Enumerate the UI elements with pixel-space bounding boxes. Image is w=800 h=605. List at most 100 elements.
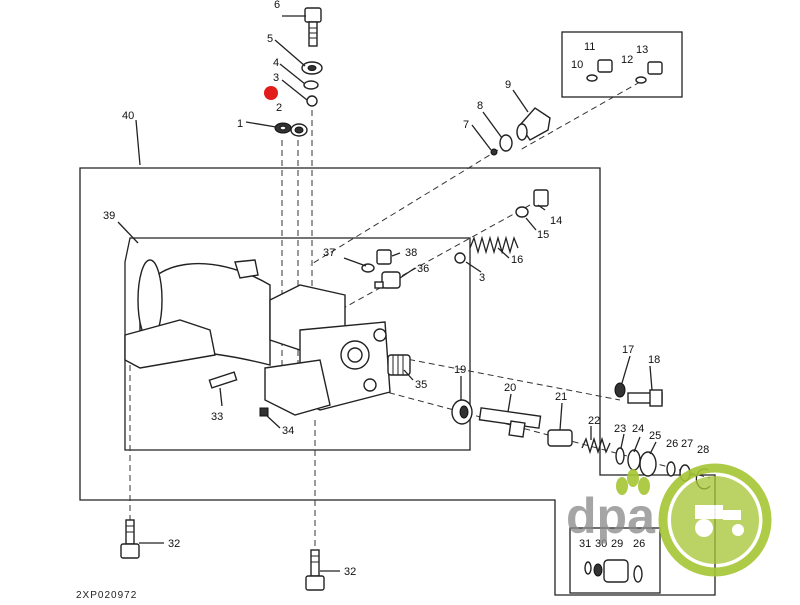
drawing-code: 2XP020972 [76,590,137,600]
label-29: 29 [611,538,623,550]
label-24: 24 [632,423,644,435]
part-20-spool [478,407,542,438]
label-18: 18 [648,354,660,366]
label-20: 20 [504,382,516,394]
part-17-washer [614,382,626,398]
part-15-oring [515,206,529,218]
part-7-ring [490,148,498,156]
part-32-bolt-left [120,519,140,559]
label-4: 4 [273,57,279,69]
part-19-seal [451,399,473,425]
part-16-spring [469,235,519,255]
part-9-fitting [516,107,551,141]
leader-lines [117,15,657,572]
part-24-plug [627,449,641,471]
label-27: 27 [681,438,693,450]
part-36-fitting [374,271,401,289]
label-15: 15 [537,229,549,241]
label-36: 36 [417,263,429,275]
part-32-bolt-right [305,549,325,591]
part-38-plug [376,249,392,265]
logo-text: dpa [566,488,656,544]
part-33-stud [208,371,238,389]
part-12-oring [635,76,647,84]
label-22: 22 [588,415,600,427]
part-26-oring-inset [633,565,643,583]
label-35: 35 [415,379,427,391]
axis-line-inset [519,81,641,151]
part-21-sleeve [547,429,573,447]
part-10-oring [586,74,598,82]
label-5: 5 [267,33,273,45]
label-21: 21 [555,391,567,403]
part-1-nut [274,122,292,134]
label-28: 28 [697,444,709,456]
dpa-logo: dpa [566,463,772,577]
label-30: 30 [595,538,607,550]
part-4-washer [303,80,319,90]
label-12: 12 [621,54,633,66]
label-31: 31 [579,538,591,550]
label-9: 9 [505,79,511,91]
part-labels: 6 5 4 3 1 2 40 39 7 8 9 10 11 12 13 14 1… [103,0,709,578]
label-25: 25 [649,430,661,442]
logo-green-fill [671,476,759,564]
part-34-screw [259,407,269,417]
label-34: 34 [282,425,294,437]
label-6: 6 [274,0,280,11]
label-3: 3 [273,72,279,84]
label-13: 13 [636,44,648,56]
label-14: 14 [550,215,562,227]
housing-outline-39 [124,237,471,451]
part-25-cap [639,451,657,477]
label-10: 10 [571,59,583,71]
part-5-nut [301,61,323,75]
part-18-bolt [627,389,663,407]
label-7: 7 [463,119,469,131]
part-31-oring [584,561,592,575]
label-8: 8 [477,100,483,112]
label-26: 26 [666,438,678,450]
part-11-plug [597,59,613,73]
label-19: 19 [454,364,466,376]
label-32-right: 32 [344,566,356,578]
label-23: 23 [614,423,626,435]
label-11: 11 [584,41,595,53]
label-32-left: 32 [168,538,180,550]
label-40: 40 [122,110,134,122]
part-22-spring [581,436,611,455]
label-38: 38 [405,247,417,259]
part-6-bolt [304,7,322,47]
inset-box-26-31 [569,527,661,594]
part-35-fitting [387,354,411,376]
axis-line-9 [309,149,499,266]
label-33: 33 [211,411,223,423]
valve-housing [124,259,391,416]
label-37: 37 [323,247,335,259]
inset-box-10-13 [561,31,683,98]
label-16: 16 [511,254,523,266]
label-2: 2 [276,102,282,114]
part-8-oring [499,134,513,152]
label-3-lower: 3 [479,272,485,284]
tractor-icon [695,505,744,537]
part-3-ball [306,95,318,107]
part-2-seal [290,123,308,137]
part-23-washer [615,447,625,465]
part-29-piston [603,559,629,583]
part-30-ring [593,563,603,577]
part-14-fitting [533,189,549,207]
label-17: 17 [622,344,634,356]
part-3-ball-lower [454,252,466,264]
label-39: 39 [103,210,115,222]
label-1: 1 [237,118,243,130]
housing-outline-40 [79,167,716,596]
axis-line-14 [339,204,531,311]
part-13-plug [647,61,663,75]
label-26-inset: 26 [633,538,645,550]
wheat-icon [616,469,650,495]
part-26-oring [666,461,676,477]
logo-green-ring [658,463,772,577]
